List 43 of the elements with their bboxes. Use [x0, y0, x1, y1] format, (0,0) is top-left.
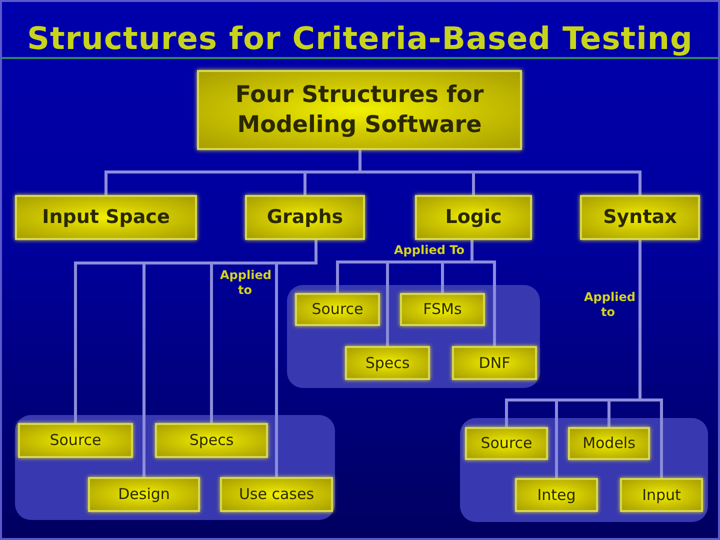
leaf-box [345, 346, 430, 380]
box-label: DNF [478, 352, 510, 374]
group-panel [460, 418, 708, 522]
box-label: Specs [365, 352, 410, 374]
box-label: Specs [189, 430, 234, 452]
box-label: Source [50, 430, 102, 452]
leaf-box [452, 346, 537, 380]
category-box [580, 195, 700, 240]
root-box [197, 70, 522, 150]
category-box [415, 195, 532, 240]
box-label: Design [118, 484, 170, 506]
box-label: Logic [445, 205, 502, 230]
box-label: Source [480, 433, 532, 454]
box-label: FSMs [423, 299, 462, 320]
category-box [15, 195, 197, 240]
box-label: Use cases [238, 484, 314, 506]
edge-label: Applied to [583, 290, 636, 320]
leaf-box [465, 427, 548, 460]
slide-title: Structures for Criteria-Based Testing [26, 23, 694, 56]
leaf-box [155, 423, 268, 458]
leaf-box [400, 293, 485, 326]
box-label: Models [582, 433, 636, 454]
leaf-box [88, 477, 200, 512]
leaf-box [515, 478, 598, 512]
box-label: Input Space [42, 205, 170, 230]
box-label: Integ [537, 484, 576, 506]
box-label: Input [642, 484, 681, 506]
box-label: Syntax [603, 205, 677, 230]
connector-line [358, 150, 642, 195]
category-box [245, 195, 365, 240]
group-panel [287, 285, 540, 388]
box-label: Four Structures for Modeling Software [234, 81, 485, 140]
leaf-box [568, 427, 650, 460]
box-label: Graphs [266, 205, 344, 230]
box-label: Source [312, 299, 364, 320]
leaf-box [295, 293, 380, 326]
edge-label: Applied to [219, 268, 272, 298]
leaf-box [620, 478, 703, 512]
connector-line [275, 240, 318, 477]
group-panel [15, 415, 335, 520]
edge-label: Applied To [393, 243, 466, 258]
leaf-box [18, 423, 133, 458]
leaf-box [220, 477, 333, 512]
